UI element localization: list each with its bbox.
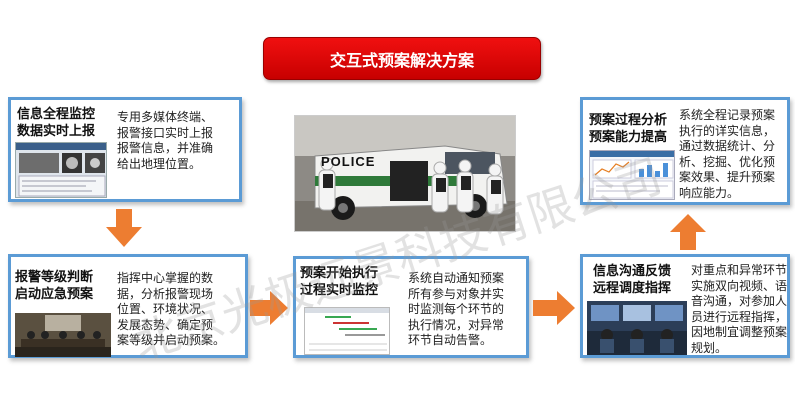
body-line: 指挥中心掌握的数 xyxy=(117,271,214,285)
arrow-right-icon xyxy=(533,291,575,325)
body-line: 执行的详实信息， xyxy=(679,123,776,138)
body-line: 专用多媒体终端、 xyxy=(117,110,214,124)
card-plan-analysis-body: 系统全程记录预案 执行的详实信息， 通过数据统计、分 析、挖掘、优化预 案效果、… xyxy=(679,108,775,201)
card-info-monitor: 信息全程监控 数据实时上报 专用多媒体终端、 报警接口实时上报 报警信息，并准确… xyxy=(8,97,242,202)
head-line: 信息全程监控 xyxy=(17,107,96,122)
card-plan-execute-body: 系统自动通知预案 所有参与对象并实 时监测每个环节的 执行情况，对异常 环节自动… xyxy=(408,271,504,349)
arrow-up-icon xyxy=(670,214,706,250)
card-alarm-level: 报警等级判断 启动应急预案 指挥中心掌握的数 据，分析报警现场 位置、环境状况、… xyxy=(8,254,248,358)
title-text: 交互式预案解决方案 xyxy=(329,50,474,70)
head-line: 预案能力提高 xyxy=(589,130,668,145)
title-banner: 交互式预案解决方案 xyxy=(263,37,541,80)
head-line: 数据实时上报 xyxy=(17,124,96,139)
arrow-right-icon xyxy=(250,291,288,325)
card-alarm-level-head: 报警等级判断 启动应急预案 xyxy=(15,269,93,303)
body-line: 实施双向视频、语 xyxy=(691,278,788,293)
body-line: 发展态势、确定预 xyxy=(117,317,214,332)
head-line: 过程实时监控 xyxy=(300,283,379,298)
body-line: 系统全程记录预案 xyxy=(679,108,776,122)
body-line: 环节自动告警。 xyxy=(408,333,493,347)
head-line: 预案过程分析 xyxy=(589,113,668,128)
body-line: 析、挖掘、优化预 xyxy=(679,154,776,169)
card-plan-execute-head: 预案开始执行 过程实时监控 xyxy=(300,265,378,299)
analysis-dashboard-thumb xyxy=(589,150,675,200)
body-line: 对重点和异常环节 xyxy=(691,263,788,277)
gantt-chart-thumb xyxy=(304,307,390,355)
card-remote-command-head: 信息沟通反馈 远程调度指挥 xyxy=(593,263,671,297)
card-info-monitor-body: 专用多媒体终端、 报警接口实时上报 报警信息，并准确 给出地理位置。 xyxy=(117,110,213,172)
arrow-down-icon xyxy=(106,209,142,247)
card-info-monitor-head: 信息全程监控 数据实时上报 xyxy=(17,106,95,140)
monitor-screenshot-thumb xyxy=(15,142,107,198)
dashboard-graphic xyxy=(590,151,674,199)
body-line: 音沟通，对参加人 xyxy=(691,294,788,308)
card-remote-command: 信息沟通反馈 远程调度指挥 对重点和异常环节 实施双向视频、语 音沟通，对参加人… xyxy=(580,254,790,358)
body-line: 时监测每个环节的 xyxy=(408,302,505,316)
body-line: 给出地理位置。 xyxy=(117,156,202,171)
body-line: 响应能力。 xyxy=(679,185,740,200)
body-line: 案等级并启动预案。 xyxy=(117,333,226,347)
body-line: 通过数据统计、分 xyxy=(679,139,776,153)
body-line: 系统自动通知预案 xyxy=(408,271,505,285)
card-remote-command-body: 对重点和异常环节 实施双向视频、语 音沟通，对参加人 员进行远程指挥， 因地制宜… xyxy=(691,263,787,356)
monitor-screenshot-graphic xyxy=(16,143,106,197)
dispatch-graphic xyxy=(587,301,687,355)
head-line: 远程调度指挥 xyxy=(593,281,672,296)
card-plan-execute: 预案开始执行 过程实时监控 系统自动通知预案 所有参与对象并实 时监测每个环节的… xyxy=(293,256,529,358)
body-line: 执行情况，对异常 xyxy=(408,317,505,332)
card-alarm-level-body: 指挥中心掌握的数 据，分析报警现场 位置、环境状况、 发展态势、确定预 案等级并… xyxy=(117,271,225,349)
body-line: 规划。 xyxy=(691,340,728,355)
police-emergency-photo: POLICE xyxy=(294,115,516,232)
body-line: 位置、环境状况、 xyxy=(117,302,214,316)
body-line: 据，分析报警现场 xyxy=(117,286,214,301)
head-line: 报警等级判断 xyxy=(15,270,94,285)
card-plan-analysis-head: 预案过程分析 预案能力提高 xyxy=(589,112,667,146)
head-line: 启动应急预案 xyxy=(15,287,94,302)
command-room-graphic xyxy=(15,313,111,357)
police-van-graphic xyxy=(295,116,515,231)
body-line: 所有参与对象并实 xyxy=(408,286,505,301)
body-line: 报警信息，并准确 xyxy=(117,141,214,155)
command-room-photo xyxy=(15,313,111,357)
body-line: 报警接口实时上报 xyxy=(117,125,214,140)
body-line: 案效果、提升预案 xyxy=(679,170,776,184)
gantt-graphic xyxy=(305,308,389,351)
card-plan-analysis: 预案过程分析 预案能力提高 系统全程记录预案 执行的详实信息， 通过数据统计、分… xyxy=(580,97,790,205)
body-line: 因地制宜调整预案 xyxy=(691,325,788,339)
dispatch-center-photo xyxy=(587,301,687,355)
head-line: 预案开始执行 xyxy=(300,266,379,281)
head-line: 信息沟通反馈 xyxy=(593,264,672,279)
police-label: POLICE xyxy=(321,154,376,169)
body-line: 员进行远程指挥， xyxy=(691,309,788,324)
